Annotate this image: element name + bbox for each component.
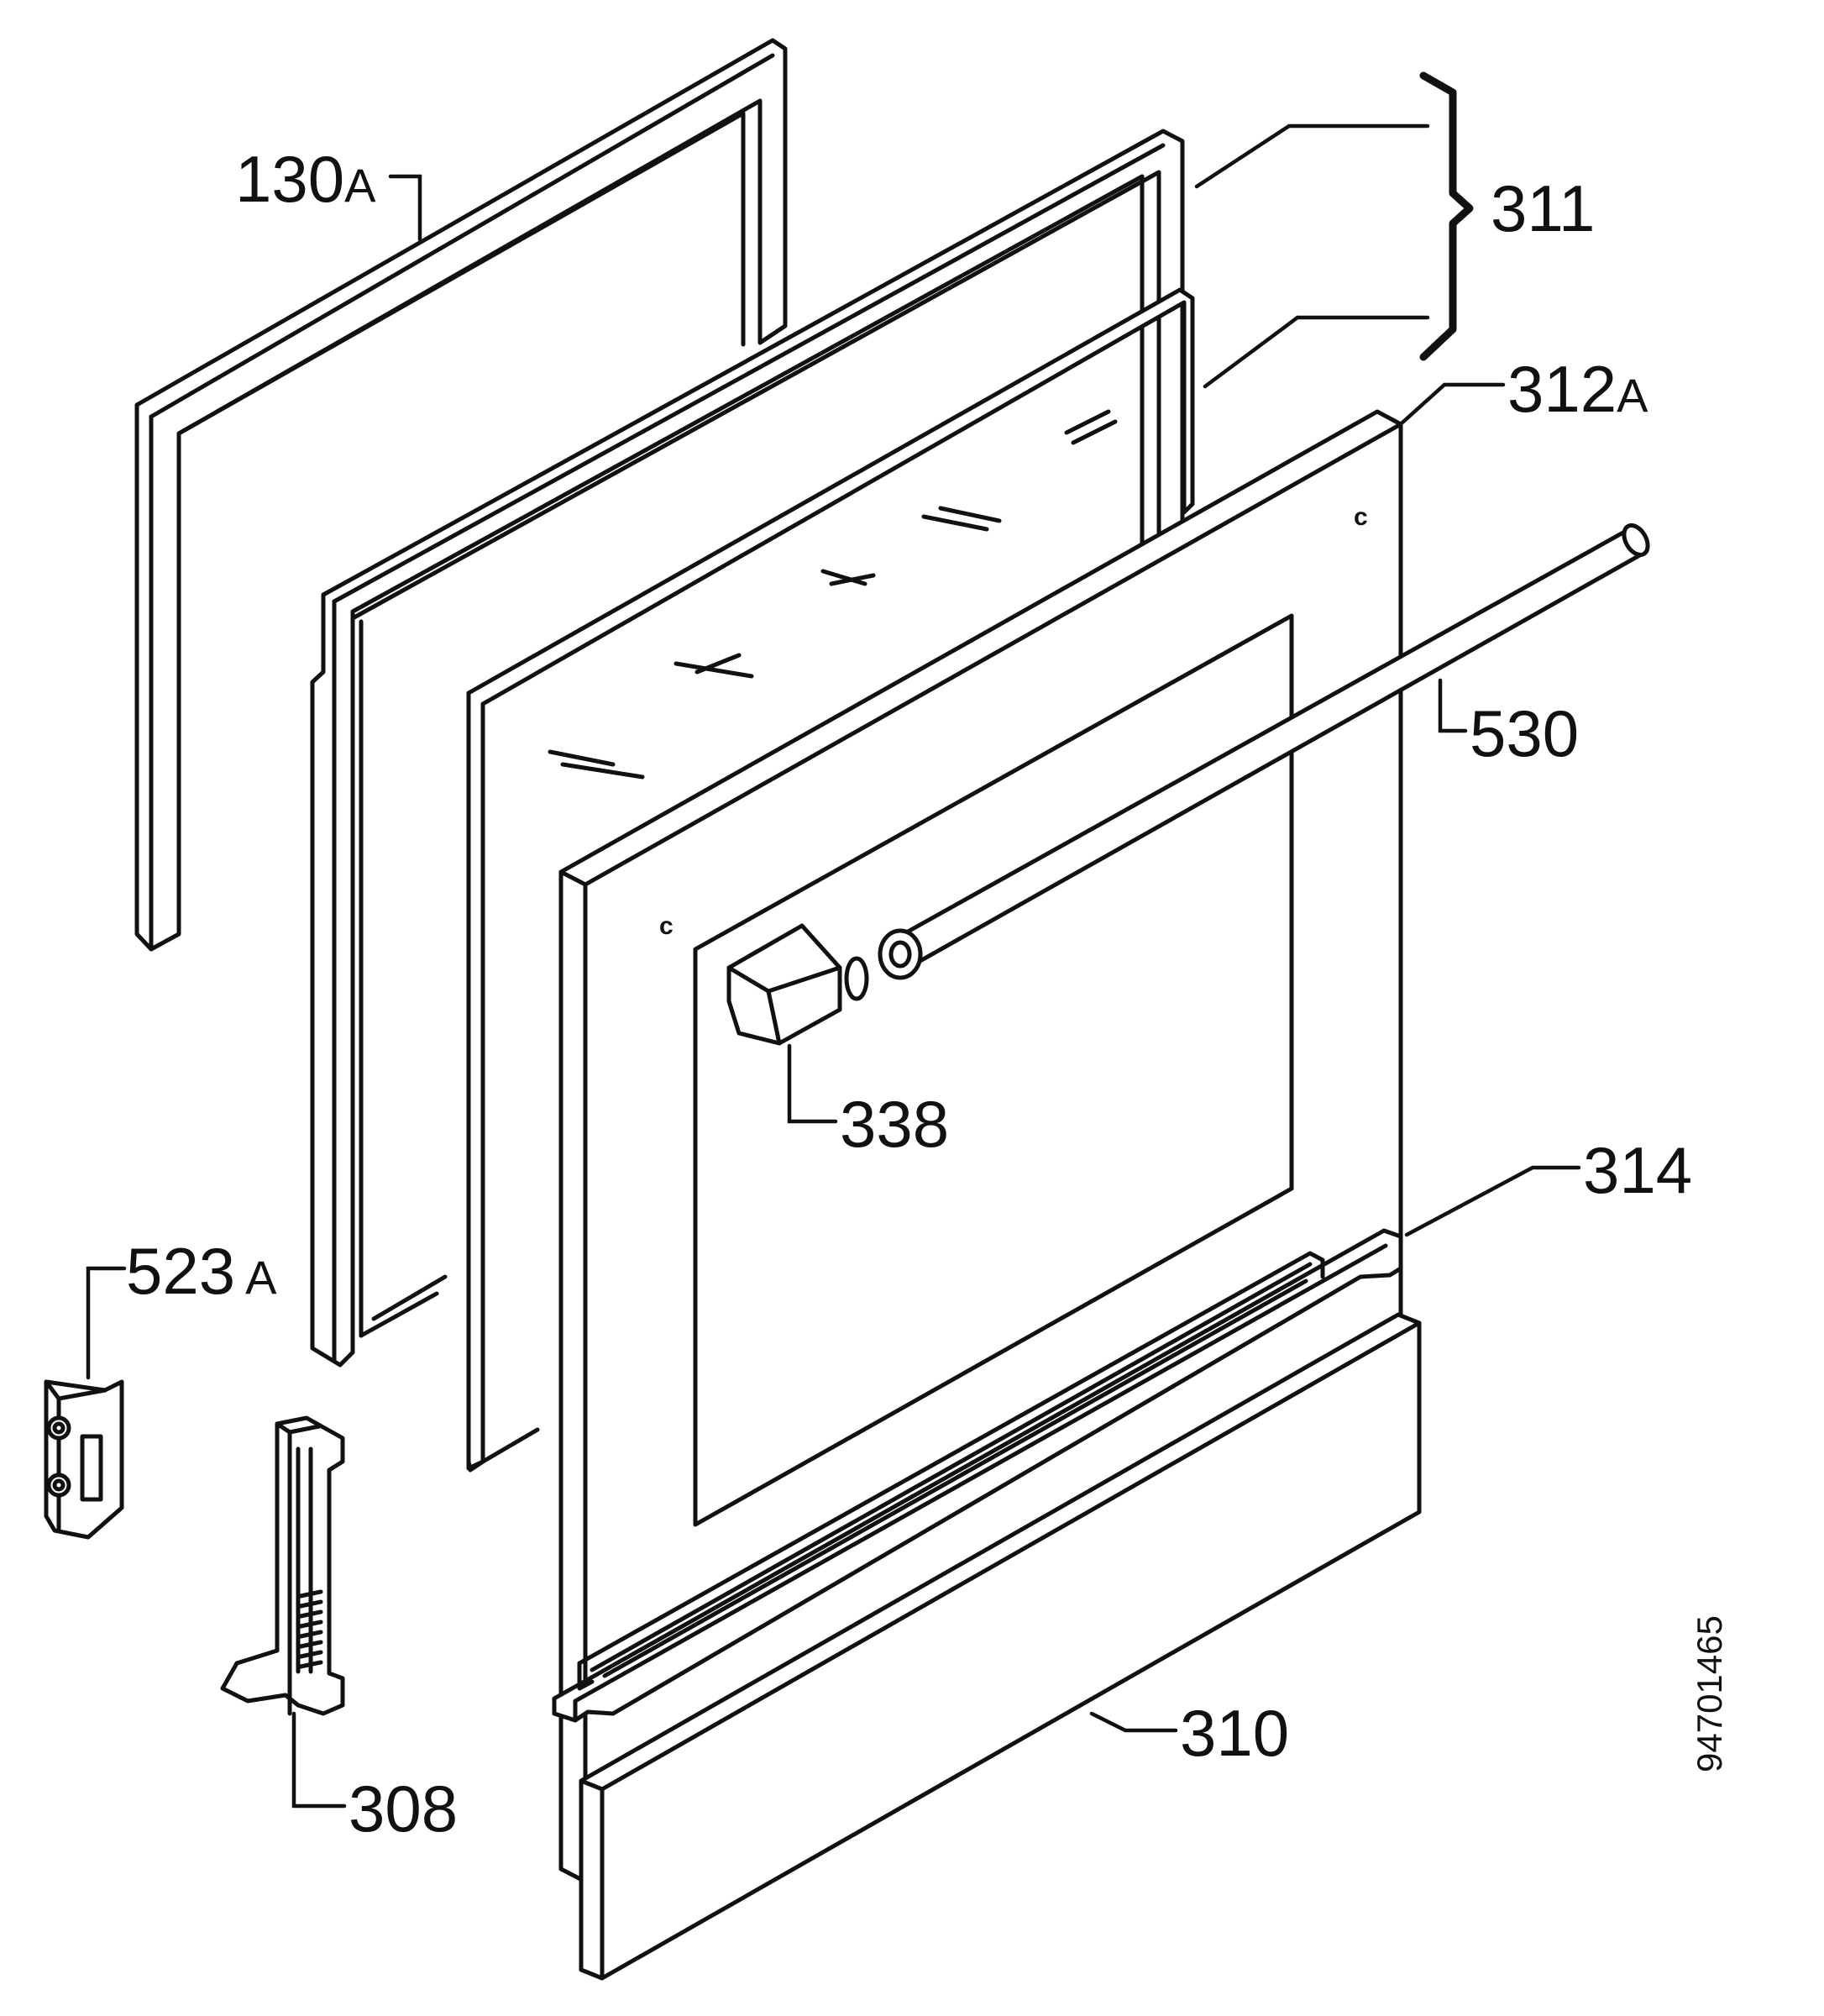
label-530: 530	[1470, 696, 1579, 770]
handle-end-cap[interactable]	[726, 923, 869, 1046]
svg-text:c: c	[659, 912, 674, 940]
label-311: 311	[1491, 171, 1595, 245]
inner-glass-panel[interactable]	[466, 287, 1195, 1473]
label-314: 314	[1583, 1133, 1692, 1207]
door-gasket-frame[interactable]	[134, 38, 788, 952]
svg-text:c: c	[1354, 503, 1368, 531]
door-handle-bar[interactable]	[878, 522, 1653, 980]
brace-311	[1419, 71, 1474, 361]
leader-130	[388, 174, 422, 242]
bottom-cover-panel[interactable]	[579, 1312, 1422, 1981]
label-310: 310	[1180, 1696, 1289, 1770]
drawing-number: 94701465	[1690, 1615, 1729, 1772]
leader-308	[291, 1711, 347, 1809]
hinge-block[interactable]	[44, 1379, 124, 1540]
label-308: 308	[349, 1772, 458, 1845]
leader-338	[787, 1043, 838, 1124]
leader-311-bottom	[1203, 315, 1430, 389]
leader-530	[1438, 678, 1468, 733]
label-130: 130A	[235, 142, 376, 216]
bottom-trim-rail[interactable]	[552, 1228, 1403, 1723]
leader-311-top	[1194, 123, 1430, 189]
leader-314	[1404, 1165, 1581, 1237]
label-338: 338	[840, 1087, 949, 1161]
label-312: 312A	[1507, 352, 1648, 426]
leader-523	[86, 1266, 127, 1380]
leader-312	[1400, 382, 1506, 425]
door-hinge[interactable]	[220, 1415, 345, 1716]
leader-310	[1089, 1711, 1178, 1733]
leader-lines	[86, 71, 1581, 1809]
